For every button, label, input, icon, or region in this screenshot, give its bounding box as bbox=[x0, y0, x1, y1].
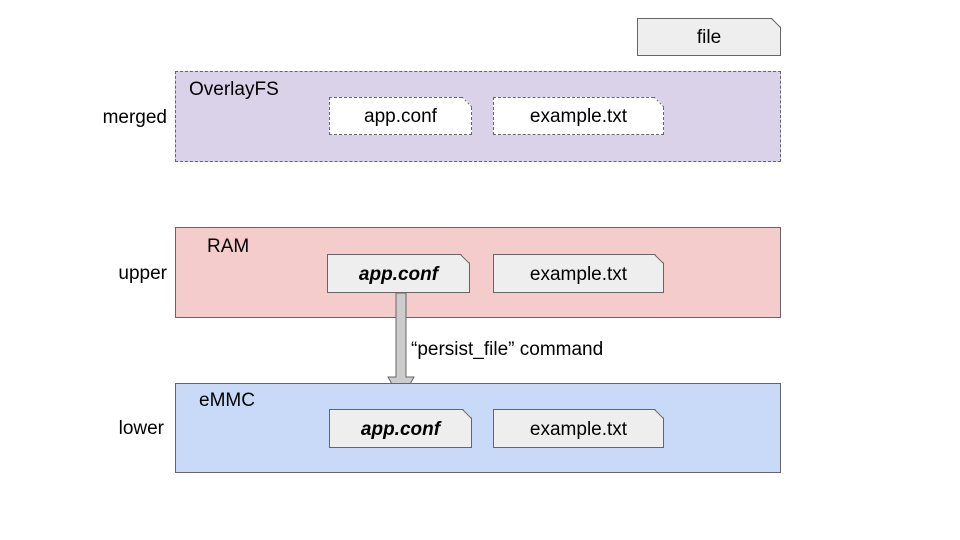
upper-file-example-txt: example.txt bbox=[493, 254, 664, 293]
upper-file-app-conf: app.conf bbox=[327, 254, 470, 293]
file-label: example.txt bbox=[529, 418, 628, 440]
legend-file-label: file bbox=[696, 27, 722, 48]
layer-title-overlayfs: OverlayFS bbox=[189, 79, 279, 100]
persist-command-label: “persist_file” command bbox=[411, 339, 604, 360]
layer-merged bbox=[175, 71, 781, 162]
file-label: app.conf bbox=[364, 106, 437, 127]
lower-file-app-conf: app.conf bbox=[329, 409, 472, 448]
file-label: app.conf bbox=[360, 418, 441, 440]
file-label: example.txt bbox=[529, 106, 628, 127]
lower-file-example-txt: example.txt bbox=[493, 409, 664, 448]
row-label-lower: lower bbox=[118, 418, 164, 439]
merged-file-app-conf: app.conf bbox=[329, 97, 472, 135]
layer-title-emmc: eMMC bbox=[199, 390, 255, 411]
file-label: example.txt bbox=[529, 263, 628, 285]
layer-lower bbox=[175, 383, 781, 473]
row-label-merged: merged bbox=[102, 107, 167, 128]
layer-title-ram: RAM bbox=[207, 236, 250, 257]
row-label-upper: upper bbox=[118, 263, 167, 284]
merged-file-example-txt: example.txt bbox=[493, 97, 664, 135]
legend-file: file bbox=[637, 18, 781, 56]
layer-upper bbox=[175, 227, 781, 318]
file-fold-icon bbox=[771, 18, 781, 28]
file-label: app.conf bbox=[358, 263, 439, 285]
